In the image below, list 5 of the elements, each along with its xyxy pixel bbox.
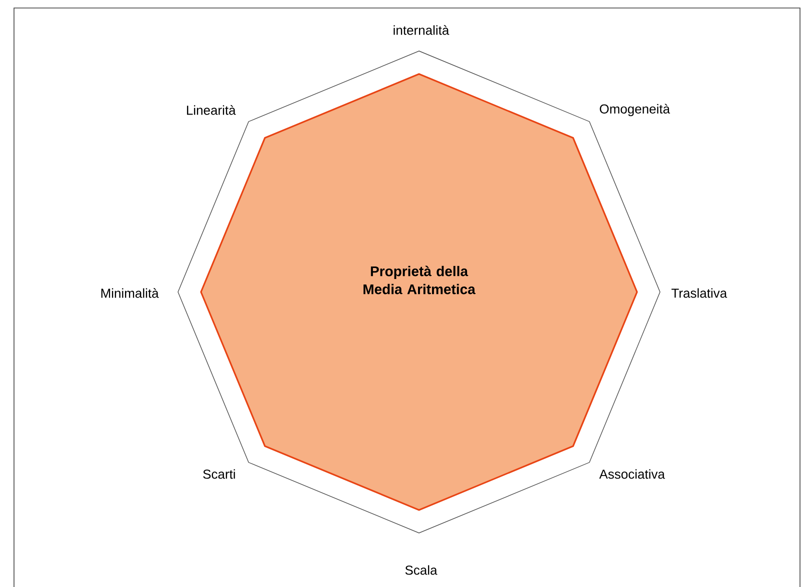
vertex-label: Scala	[405, 565, 438, 575]
vertex-label: Minimalità	[101, 288, 159, 298]
vertex-label: Scarti	[203, 469, 235, 479]
vertex-label: internalità	[394, 25, 450, 35]
vertex-label: Traslativa	[672, 288, 728, 298]
